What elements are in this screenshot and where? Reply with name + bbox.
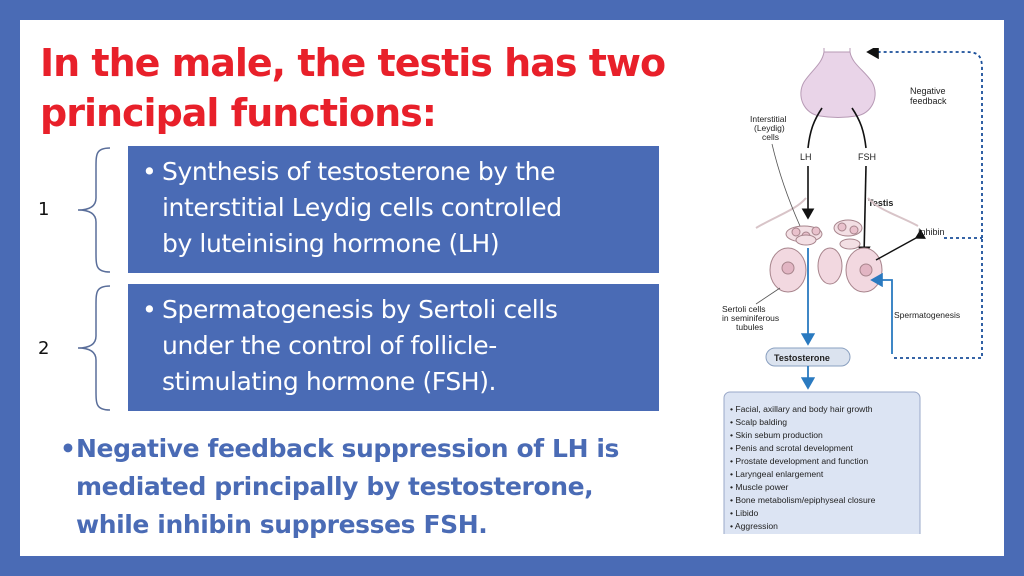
interstitial-label-1: Interstitial: [750, 114, 786, 124]
item-2-line-2: under the control of follicle-: [162, 331, 497, 360]
function-box-2: • Spermatogenesis by Sertoli cells under…: [128, 284, 659, 411]
effect-10: • Aggression: [730, 521, 778, 531]
interstitial-label-2: (Leydig): [754, 123, 785, 133]
spermatogenesis-arrow: [870, 272, 893, 354]
sertoli-label-1: Sertoli cells: [722, 304, 765, 314]
negative-feedback-line: [866, 48, 983, 238]
lh-arrow-curve: [807, 107, 823, 149]
testis-label: Testis: [868, 198, 893, 208]
negative-feedback-label-2: feedback: [910, 96, 947, 106]
item-1-line-1: Synthesis of testosterone by the: [162, 157, 556, 186]
effect-7: • Muscle power: [730, 482, 789, 492]
sertoli-label-3: tubules: [736, 322, 763, 332]
effect-6: • Laryngeal enlargement: [730, 469, 824, 479]
tubule-2: [817, 247, 843, 285]
title-line-2: principal functions:: [40, 91, 437, 135]
curly-brace-2: [77, 285, 111, 411]
fsh-arrow: [857, 165, 871, 258]
interstitial-label-3: cells: [762, 132, 779, 142]
negative-feedback-label-1: Negative: [910, 86, 946, 96]
note-bullet: •: [60, 434, 76, 463]
bullet-2: •: [142, 295, 157, 324]
item-2-line-3: stimulating hormone (FSH).: [162, 367, 497, 396]
note-line-3: while inhibin suppresses FSH.: [76, 510, 488, 539]
pituitary-shape: [800, 51, 876, 118]
fsh-arrow-curve: [851, 107, 867, 149]
item-1-line-3: by luteinising hormone (LH): [162, 229, 500, 258]
fsh-label: FSH: [858, 152, 876, 162]
item-number-2: 2: [38, 338, 50, 359]
testosterone-label: Testosterone: [774, 353, 830, 363]
effect-2: • Scalp balding: [730, 417, 787, 427]
interstitial-pointer: [771, 143, 801, 227]
effects-box: [723, 391, 921, 534]
note-line-2: mediated principally by testosterone,: [76, 472, 594, 501]
effect-1: • Facial, axillary and body hair growth: [730, 404, 873, 414]
pituitary-stalk: [823, 48, 851, 52]
effect-4: • Penis and scrotal development: [730, 443, 854, 453]
sertoli-label-2: in seminiferous: [722, 313, 779, 323]
bullet-1: •: [142, 157, 157, 186]
inhibin-arrow: [875, 229, 927, 261]
item-number-1: 1: [38, 199, 50, 220]
effect-9: • Libido: [730, 508, 759, 518]
testosterone-feedback-line: [894, 238, 983, 359]
spermatogenesis-label: Spermatogenesis: [894, 310, 960, 320]
slide: In the male, the testis has two principa…: [20, 20, 1004, 556]
function-box-1: • Synthesis of testosterone by the inter…: [128, 146, 659, 273]
slide-title: In the male, the testis has two principa…: [40, 38, 680, 138]
curly-brace-1: [77, 147, 111, 273]
sertoli-pointer: [755, 287, 781, 305]
effects-list: • Facial, axillary and body hair growth …: [730, 404, 876, 531]
item-1-line-2: interstitial Leydig cells controlled: [162, 193, 562, 222]
testis-diagram: Negative feedback Interstitial (Leydig) …: [722, 48, 983, 534]
item-2-line-1: Spermatogenesis by Sertoli cells: [162, 295, 558, 324]
effect-5: • Prostate development and function: [730, 456, 868, 466]
testis-tissue: [755, 197, 919, 229]
inhibin-label: Inhibin: [918, 227, 945, 237]
feedback-note: • Negative feedback suppression of LH is…: [60, 430, 660, 544]
note-line-1: Negative feedback suppression of LH is: [76, 434, 620, 463]
title-line-1: In the male, the testis has two: [40, 41, 666, 85]
effect-8: • Bone metabolism/epiphyseal closure: [730, 495, 876, 505]
effect-3: • Skin sebum production: [730, 430, 823, 440]
lh-label: LH: [800, 152, 812, 162]
